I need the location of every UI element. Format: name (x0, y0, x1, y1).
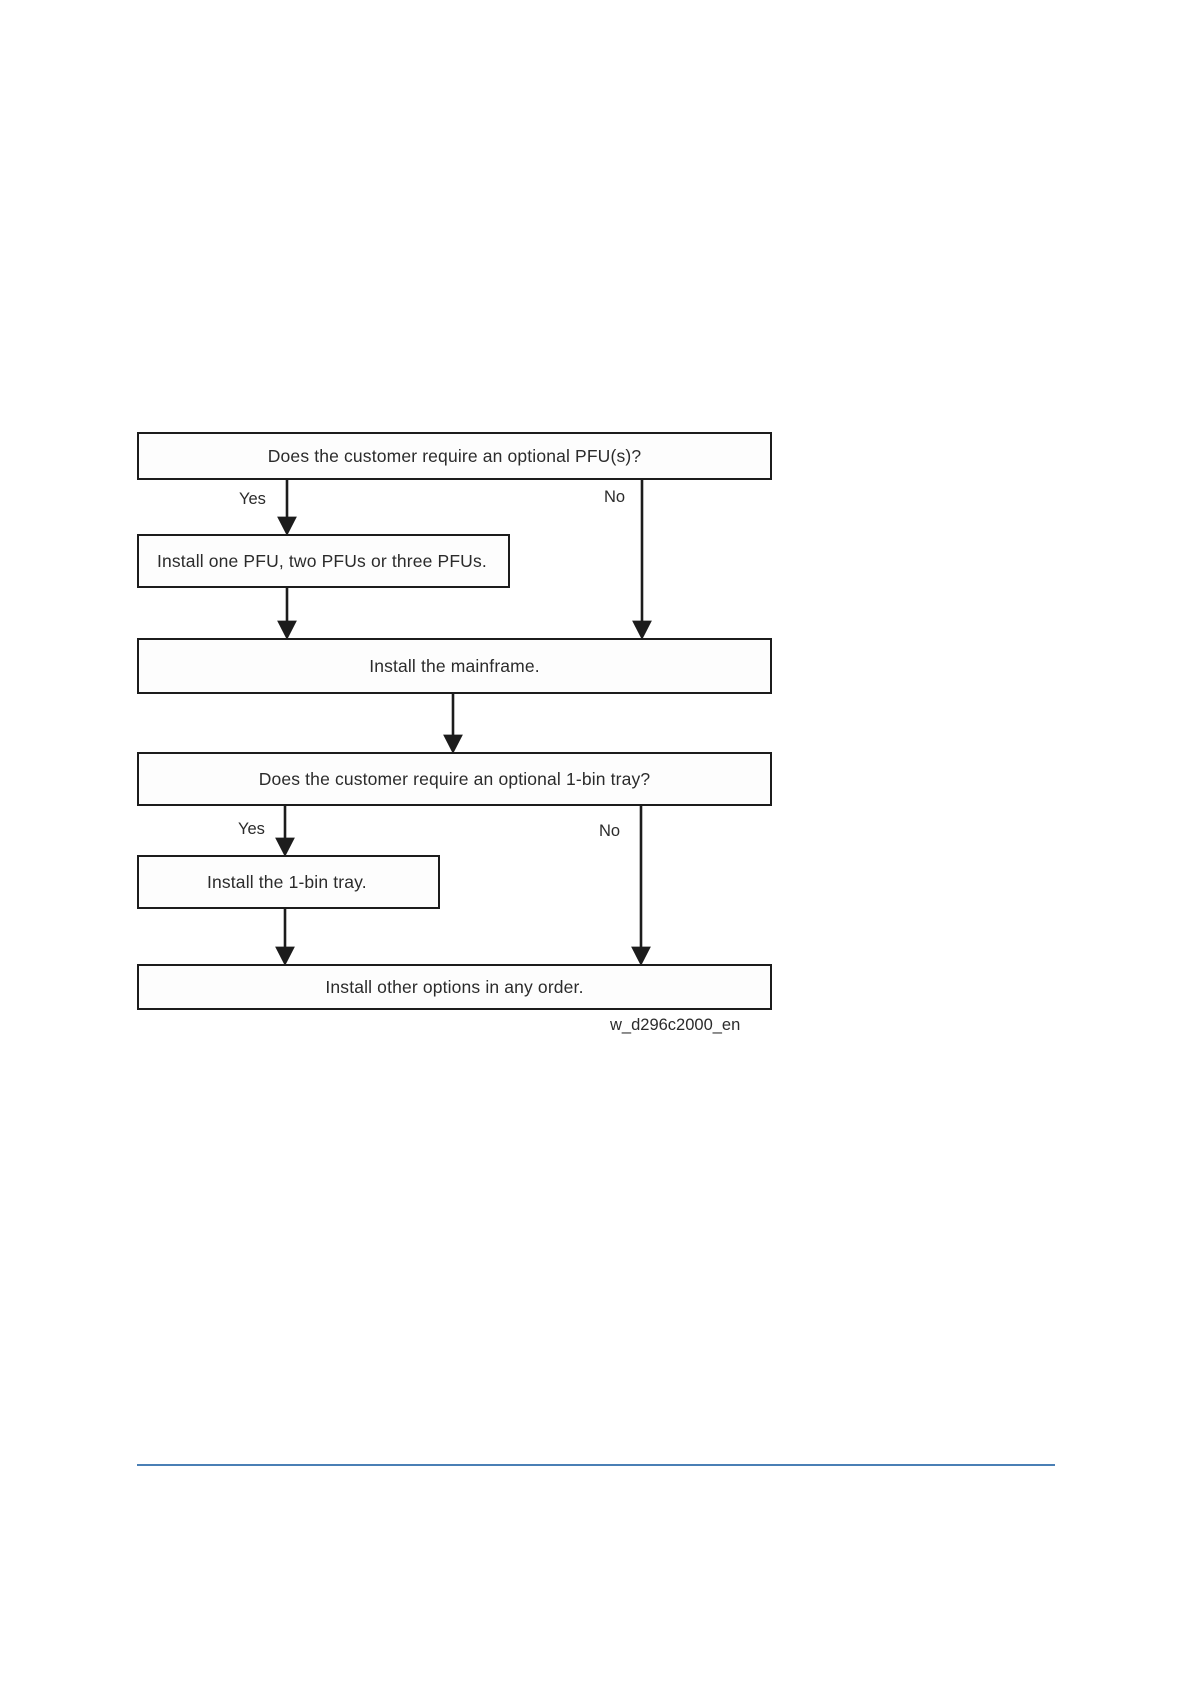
flow-node-label: Does the customer require an optional 1-… (258, 768, 651, 789)
flow-node-install-mainframe: Install the mainframe. (137, 638, 772, 694)
flow-node-tray-question: Does the customer require an optional 1-… (137, 752, 772, 806)
flow-node-install-tray: Install the 1-bin tray. (137, 855, 440, 909)
branch-label-no-tray: No (599, 822, 621, 840)
figure-caption: w_d296c2000_en (610, 1016, 741, 1034)
branch-label-yes-tray: Yes (238, 820, 265, 838)
installation-order-flowchart: Does the customer require an optional PF… (137, 432, 772, 1034)
flow-node-label: Install other options in any order. (325, 976, 584, 997)
footer-divider (137, 1464, 1055, 1466)
flow-node-label: Does the customer require an optional PF… (267, 445, 642, 466)
flow-node-install-other-options: Install other options in any order. (137, 964, 772, 1010)
flowchart-connectors (275, 480, 652, 966)
flow-node-install-pfu: Install one PFU, two PFUs or three PFUs. (137, 534, 510, 588)
flow-node-label: Install one PFU, two PFUs or three PFUs. (157, 550, 487, 571)
branch-label-no-pfu: No (604, 488, 626, 506)
flow-node-label: Install the 1-bin tray. (207, 871, 367, 892)
branch-label-yes-pfu: Yes (239, 490, 266, 508)
flow-node-pfu-question: Does the customer require an optional PF… (137, 432, 772, 480)
flow-node-label: Install the mainframe. (369, 655, 540, 676)
